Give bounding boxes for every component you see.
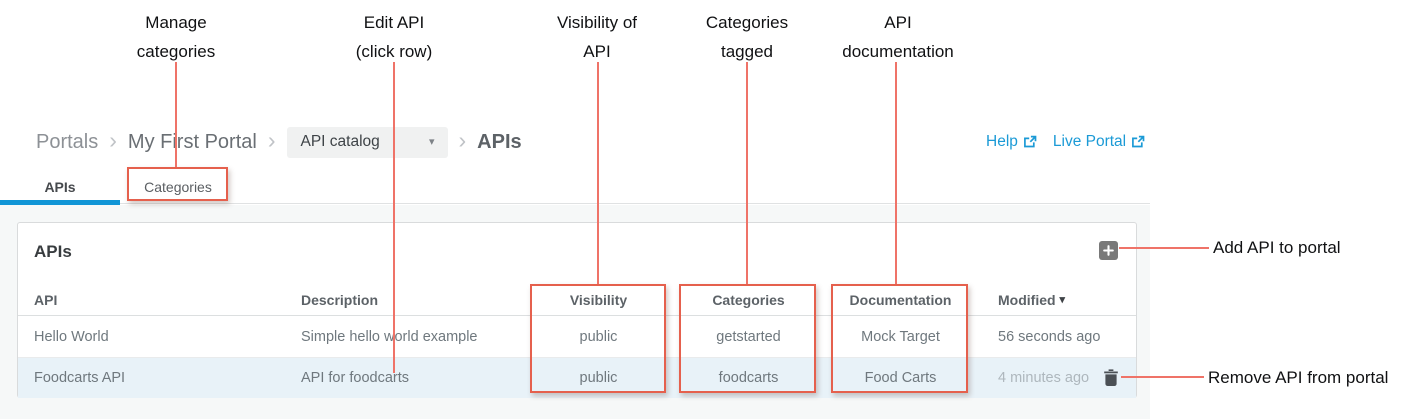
annotation-label-add-api: Add API to portal bbox=[1213, 238, 1341, 257]
cell-description: Simple hello world example bbox=[301, 328, 478, 345]
chevron-right-icon: › bbox=[109, 127, 117, 153]
annotation-line-manage-categories bbox=[175, 62, 177, 167]
annotation-label-visibility: Visibility of API bbox=[557, 13, 637, 61]
table-row-hello-world[interactable]: Hello World Simple hello world example p… bbox=[18, 316, 1136, 358]
chevron-down-icon: ▾ bbox=[428, 135, 435, 148]
cell-visibility: public bbox=[579, 328, 618, 345]
cell-modified: 4 minutes ago bbox=[998, 370, 1090, 386]
annotation-line-edit-api bbox=[393, 62, 395, 373]
tab-categories[interactable]: Categories bbox=[128, 169, 228, 204]
cell-visibility: public bbox=[579, 370, 618, 386]
cell-categories: foodcarts bbox=[718, 370, 779, 386]
cell-api: Foodcarts API bbox=[34, 370, 126, 386]
column-header-description: Description bbox=[301, 292, 379, 308]
annotation-label-manage-categories: Manage categories bbox=[136, 13, 216, 61]
panel-title: APIs bbox=[34, 242, 72, 261]
column-header-modified[interactable]: Modified ▾ bbox=[968, 292, 1136, 308]
plus-icon bbox=[1103, 245, 1114, 256]
live-portal-link-label: Live Portal bbox=[1052, 133, 1127, 150]
tab-apis-label: APIs bbox=[44, 178, 76, 195]
breadcrumb: Portals › My First Portal › API catalog … bbox=[36, 126, 522, 158]
help-link[interactable]: Help bbox=[986, 133, 1037, 151]
cell-description: API for foodcarts bbox=[301, 370, 409, 386]
tab-apis[interactable]: APIs bbox=[0, 169, 120, 204]
sort-desc-icon: ▾ bbox=[1059, 293, 1066, 306]
table-row-foodcarts[interactable]: Foodcarts API API for foodcarts public f… bbox=[18, 358, 1136, 398]
add-api-button[interactable] bbox=[1099, 241, 1118, 260]
external-link-icon bbox=[1023, 135, 1037, 148]
annotation-line-add-api bbox=[1119, 247, 1209, 249]
chevron-right-icon: › bbox=[458, 127, 467, 153]
remove-api-button[interactable] bbox=[1103, 369, 1119, 388]
annotation-label-remove-api: Remove API from portal bbox=[1208, 368, 1389, 387]
chevron-right-icon: › bbox=[267, 127, 276, 153]
tab-bar: APIs Categories bbox=[0, 169, 1150, 205]
annotation-line-visibility bbox=[597, 62, 599, 284]
cell-api: Hello World bbox=[34, 328, 109, 345]
cell-documentation: Food Carts bbox=[864, 370, 937, 386]
column-header-api: API bbox=[34, 292, 58, 308]
api-catalog-dropdown[interactable]: API catalog ▾ bbox=[286, 126, 448, 158]
cell-documentation: Mock Target bbox=[861, 328, 940, 345]
tab-categories-label: Categories bbox=[144, 178, 212, 195]
breadcrumb-apis: APIs bbox=[477, 130, 522, 153]
breadcrumb-portals[interactable]: Portals bbox=[36, 130, 99, 153]
table-header-row: API Description Visibility Categories Do… bbox=[18, 285, 1136, 316]
annotation-line-remove-api bbox=[1121, 376, 1204, 378]
column-header-categories: Categories bbox=[712, 292, 785, 308]
table-body: Hello World Simple hello world example p… bbox=[18, 316, 1136, 398]
active-tab-indicator bbox=[0, 200, 120, 205]
live-portal-link[interactable]: Live Portal bbox=[1053, 133, 1145, 151]
column-header-modified-label: Modified bbox=[998, 292, 1056, 308]
external-link-icon bbox=[1132, 135, 1145, 148]
column-header-documentation: Documentation bbox=[849, 292, 952, 308]
cell-modified: 56 seconds ago bbox=[998, 328, 1101, 345]
help-link-label: Help bbox=[986, 133, 1018, 150]
api-catalog-dropdown-value: API catalog bbox=[300, 133, 380, 150]
apis-panel: APIs API Description Visibility Categori… bbox=[17, 222, 1137, 398]
header-links: Help Live Portal bbox=[986, 133, 1145, 151]
trash-icon bbox=[1104, 369, 1118, 386]
annotation-label-api-documentation: API documentation bbox=[842, 13, 954, 61]
annotation-line-api-documentation bbox=[895, 62, 897, 284]
annotation-line-categories-tagged bbox=[746, 62, 748, 284]
column-header-visibility: Visibility bbox=[569, 292, 628, 308]
annotation-label-categories-tagged: Categories tagged bbox=[705, 13, 789, 61]
annotation-label-edit-api: Edit API (click row) bbox=[355, 13, 433, 61]
cell-categories: getstarted bbox=[716, 328, 781, 345]
breadcrumb-my-first-portal[interactable]: My First Portal bbox=[127, 130, 257, 153]
